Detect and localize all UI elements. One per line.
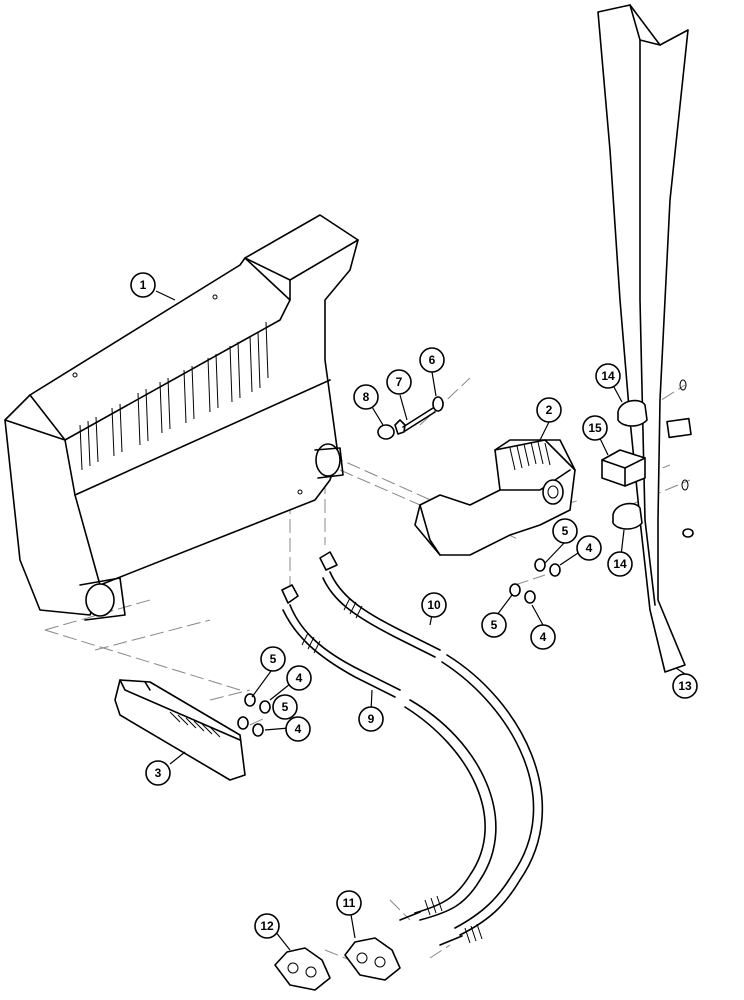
- callout-9: 9: [358, 706, 384, 732]
- callout-3: 3: [145, 760, 171, 786]
- callout-5-d: 5: [272, 694, 298, 720]
- svg-text:5: 5: [562, 524, 569, 538]
- control-knobs: [612, 399, 648, 530]
- svg-text:14: 14: [613, 557, 627, 571]
- svg-text:14: 14: [601, 369, 615, 383]
- washers-and-nuts: [237, 558, 561, 737]
- callout-12: 12: [254, 913, 280, 939]
- vent-duct: [414, 439, 576, 556]
- callout-5-c: 5: [260, 646, 286, 672]
- svg-text:5: 5: [270, 652, 277, 666]
- svg-text:4: 4: [296, 671, 303, 685]
- svg-text:12: 12: [260, 919, 274, 933]
- callout-5-b: 5: [481, 612, 507, 638]
- svg-text:4: 4: [540, 630, 547, 644]
- callout-4-d: 4: [285, 716, 311, 742]
- callout-4-b: 4: [530, 624, 556, 650]
- callout-1: 1: [130, 272, 156, 298]
- svg-text:9: 9: [368, 712, 375, 726]
- svg-text:2: 2: [546, 403, 553, 417]
- callout-10: 10: [421, 592, 447, 618]
- callout-6: 6: [419, 347, 445, 373]
- svg-text:13: 13: [678, 679, 692, 693]
- svg-text:4: 4: [295, 722, 302, 736]
- callout-14-b: 14: [607, 551, 633, 577]
- callout-5-a: 5: [552, 518, 578, 544]
- rocker-switch: [601, 449, 646, 487]
- heater-housing: [4, 214, 359, 621]
- callout-13: 13: [672, 673, 698, 699]
- svg-text:3: 3: [155, 766, 162, 780]
- svg-text:15: 15: [588, 421, 602, 435]
- svg-text:6: 6: [429, 353, 436, 367]
- hose-clamps: [274, 937, 401, 991]
- callout-2: 2: [536, 397, 562, 423]
- callout-7: 7: [386, 369, 412, 395]
- callout-8: 8: [353, 384, 379, 410]
- callout-14-a: 14: [595, 363, 621, 389]
- lower-vent: [114, 679, 246, 781]
- svg-text:10: 10: [427, 598, 441, 612]
- callout-11: 11: [336, 890, 362, 916]
- hoses: [281, 551, 544, 946]
- svg-text:5: 5: [491, 618, 498, 632]
- callout-4-a: 4: [576, 535, 602, 561]
- callout-4-c: 4: [286, 665, 312, 691]
- svg-text:1: 1: [140, 278, 147, 292]
- svg-text:7: 7: [396, 375, 403, 389]
- bolt-assembly: [377, 396, 444, 440]
- svg-text:5: 5: [282, 700, 289, 714]
- svg-text:4: 4: [586, 541, 593, 555]
- callout-15: 15: [582, 415, 608, 441]
- svg-text:11: 11: [343, 896, 356, 910]
- svg-text:8: 8: [363, 390, 370, 404]
